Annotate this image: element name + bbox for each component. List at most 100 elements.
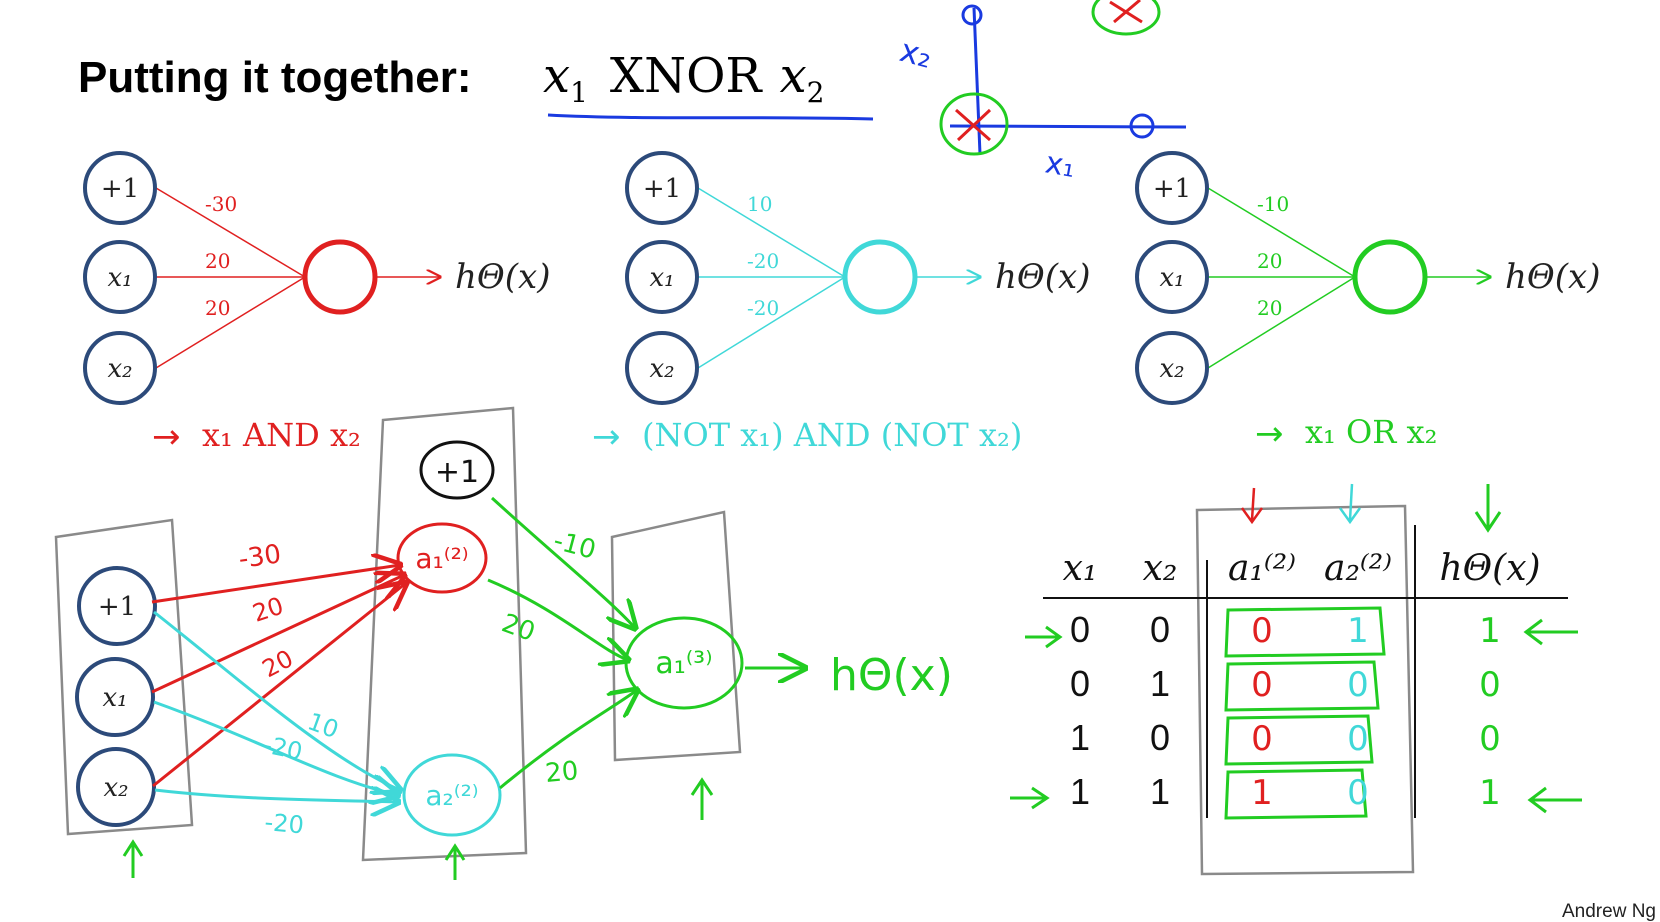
combined-input-x1: x₁ — [75, 657, 155, 737]
network-3-input-label-0: +1 — [1153, 174, 1191, 204]
table-cell-r1-c4: 0 — [1479, 665, 1501, 705]
svg-text:x₂: x₂ — [103, 773, 128, 803]
table-cell-r2-c2: 0 — [1251, 719, 1273, 759]
svg-text:a₂⁽²⁾: a₂⁽²⁾ — [425, 779, 478, 812]
table-cell-r1-c0: 0 — [1070, 663, 1090, 704]
edge-cyan-bias — [153, 610, 400, 790]
network-2-input-node-1 — [625, 240, 699, 314]
weight-cyan-x1: -20 — [261, 730, 305, 766]
node-a1-layer2: a₁⁽²⁾ — [396, 522, 488, 594]
network-2-weight-0: 10 — [747, 192, 772, 216]
col-arrow-a1 — [1240, 487, 1264, 525]
row-marker-right-1 — [1523, 618, 1578, 646]
network-3-weight-1: 20 — [1257, 249, 1282, 273]
table-cell-r2-c1: 0 — [1150, 717, 1170, 758]
table-row-box-1 — [1224, 660, 1380, 712]
network-2-caption: (NOT x₁) AND (NOT x₂) — [642, 416, 1022, 454]
cross-marker-origin — [955, 108, 992, 142]
edge-red-bias — [151, 565, 400, 604]
network-3-weight-0: -10 — [1257, 192, 1289, 216]
table-cell-r2-c3: 0 — [1347, 719, 1369, 759]
network-2-edge-0 — [697, 187, 846, 278]
title-x2-sub: 2 — [807, 76, 825, 109]
network-1-input-label-2: x₂ — [107, 354, 132, 384]
edge-green-a2 — [499, 690, 637, 790]
x-axis-line — [949, 124, 1187, 129]
table-cell-r1-c1: 1 — [1150, 663, 1170, 704]
col-arrow-h — [1474, 484, 1502, 533]
sketch-axes: x₂ x₁ — [896, 0, 1187, 185]
svg-text:+1: +1 — [98, 592, 136, 622]
title-underline — [547, 113, 874, 121]
table-row-box-2 — [1224, 714, 1374, 766]
network-3-input-node-0 — [1135, 151, 1209, 225]
axis-label-x1: x₁ — [1043, 145, 1078, 185]
hidden-columns-box — [1195, 504, 1415, 876]
network-3-input-label-1: x₁ — [1159, 263, 1184, 293]
table-row-box-0 — [1224, 606, 1386, 658]
weight-green-a1: 20 — [498, 608, 539, 648]
network-2-weight-1: -20 — [747, 249, 779, 273]
network-1-caption: x₁ AND x₂ — [202, 416, 361, 454]
weight-red-x1: 20 — [249, 592, 287, 628]
table-header-3: a₂⁽²⁾ — [1324, 548, 1392, 589]
network-1-weight-2: 20 — [205, 296, 230, 320]
row-marker-left-4 — [1010, 786, 1050, 810]
network-3-input-label-2: x₂ — [1159, 354, 1184, 384]
author-credit: Andrew Ng — [1562, 901, 1656, 922]
table-cell-r1-c2: 0 — [1251, 665, 1273, 705]
output-layer-box — [610, 510, 742, 762]
network-2-input-label-0: +1 — [643, 174, 681, 204]
table-cell-r3-c3: 0 — [1347, 773, 1369, 813]
network-1-weight-0: -30 — [205, 192, 237, 216]
table-row-box-3 — [1224, 768, 1368, 820]
table-header-0: x₁ — [1063, 548, 1098, 589]
network-1-edge-2 — [155, 276, 306, 369]
network-1-input-node-1 — [83, 240, 157, 314]
network-3-edge-2 — [1207, 276, 1356, 369]
network-2-output-label: hΘ(x) — [995, 257, 1090, 297]
weight-red-bias: -30 — [237, 539, 283, 575]
table-header-2: a₁⁽²⁾ — [1228, 548, 1296, 589]
combined-output-label: hΘ(x) — [830, 650, 953, 701]
network-3-edge-0 — [1207, 187, 1356, 278]
combined-hidden-bias: +1 — [419, 440, 495, 500]
table-header-1: x₂ — [1143, 548, 1178, 589]
network-1-weight-1: 20 — [205, 249, 230, 273]
title-op: XNOR — [610, 48, 764, 104]
svg-text:+1: +1 — [435, 455, 479, 490]
table-cell-r0-c4: 1 — [1479, 611, 1501, 651]
edge-red-x1 — [151, 575, 404, 694]
table-cell-r2-c0: 1 — [1070, 717, 1090, 758]
svg-text:a₁⁽²⁾: a₁⁽²⁾ — [415, 542, 468, 575]
network-2-output-node — [842, 239, 918, 315]
network-2-input-node-2 — [625, 331, 699, 405]
network-3-input-node-2 — [1135, 331, 1209, 405]
title-x1: x — [543, 48, 570, 104]
title-x2: x — [780, 48, 807, 104]
axis-label-x2: x₂ — [896, 31, 937, 76]
table-cell-r1-c3: 0 — [1347, 665, 1369, 705]
network-2-edge-2 — [697, 276, 846, 369]
combined-input-bias: +1 — [77, 566, 157, 646]
layer2-up-arrow — [444, 843, 466, 880]
svg-text:x₁: x₁ — [102, 683, 127, 713]
layer3-up-arrow — [690, 777, 714, 820]
edge-green-a1 — [487, 578, 628, 660]
network-1-input-node-2 — [83, 331, 157, 405]
edge-cyan-x2 — [154, 790, 398, 802]
network-2-input-node-0 — [625, 151, 699, 225]
network-3-input-node-1 — [1135, 240, 1209, 314]
row-marker-left-1 — [1025, 625, 1063, 649]
combined-network: +1 x₁ x₂ +1 a₁⁽²⁾ a₂⁽²⁾ — [54, 406, 953, 880]
title-prefix: Putting it together: — [78, 53, 472, 102]
network-3-output-node — [1352, 239, 1428, 315]
network-1-output-label: hΘ(x) — [455, 257, 550, 297]
col-arrow-a2 — [1338, 483, 1362, 525]
combined-input-x2: x₂ — [76, 747, 156, 827]
